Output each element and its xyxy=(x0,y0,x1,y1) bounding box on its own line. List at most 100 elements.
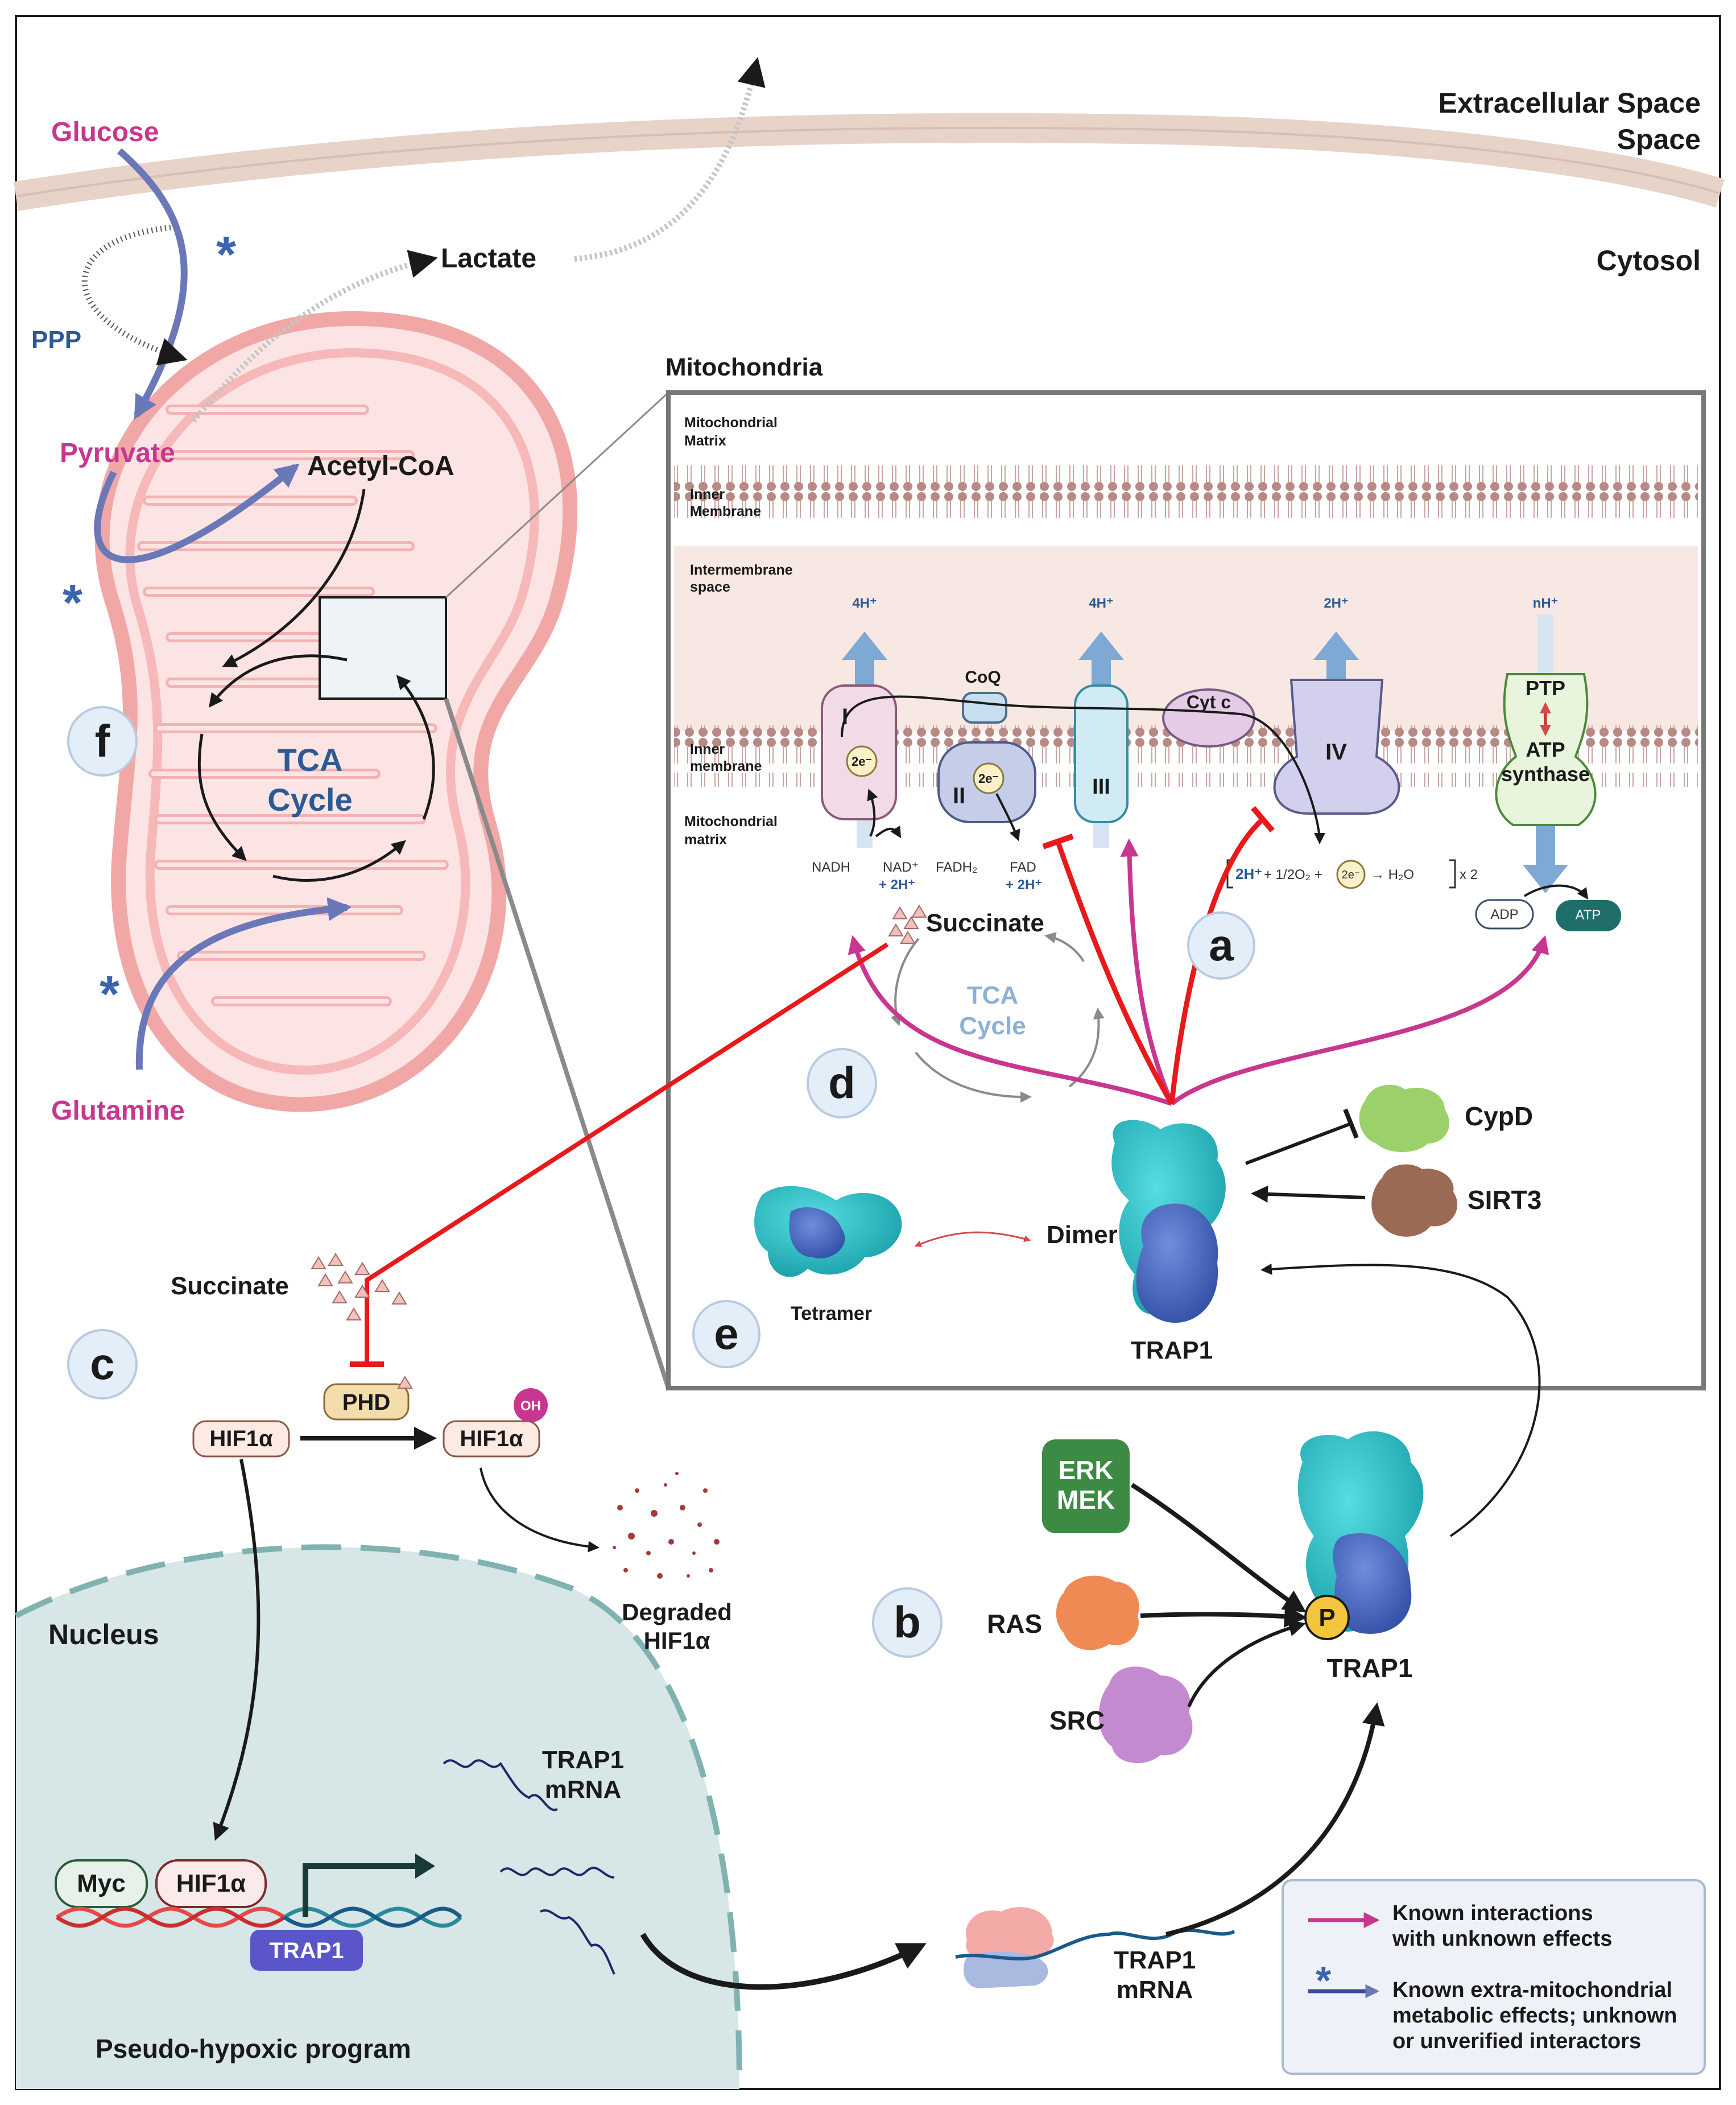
inset-matrix-top-label-2: Matrix xyxy=(684,433,726,449)
electron-flow xyxy=(841,695,1325,844)
extracellular-space-label-2: Space xyxy=(1617,123,1701,155)
pyruvate-to-acetylcoa-arrow xyxy=(94,463,300,563)
trap1-dimer xyxy=(1111,1120,1226,1323)
pyruvate-label: Pyruvate xyxy=(60,438,175,468)
ras-label: RAS xyxy=(987,1609,1042,1638)
trap1-to-atp-arrow xyxy=(1170,935,1549,1106)
dna-helix xyxy=(56,1906,462,1928)
sirt3-protein xyxy=(1371,1164,1458,1237)
adp-pill xyxy=(1475,899,1534,930)
proton-arrows xyxy=(842,614,1568,893)
adp-label: ADP xyxy=(1490,907,1518,922)
atp-pill xyxy=(1556,900,1621,931)
src-to-trap1-arrow xyxy=(1187,1619,1306,1708)
panel-letter-e-circle xyxy=(692,1300,760,1368)
fad-label: FAD xyxy=(1010,860,1036,875)
hif1a-to-nucleus-arrow xyxy=(213,1459,261,1841)
eq-oxygen: + 1/2O₂ + xyxy=(1264,867,1322,882)
dimer-label: Dimer xyxy=(1047,1221,1118,1249)
legend-extra-2: metabolic effects; unknown xyxy=(1392,2004,1677,2028)
pyruvate-to-lactate-arrow xyxy=(191,250,438,423)
trap1-gene-label: TRAP1 xyxy=(269,1938,344,1963)
coq xyxy=(962,692,1007,724)
proton-label-IV: 2H⁺ xyxy=(1324,596,1348,611)
tetramer-label: Tetramer xyxy=(791,1303,872,1324)
hif1a-nucleus-box xyxy=(155,1859,267,1908)
acetyl-coa-label: Acetyl-CoA xyxy=(307,451,454,481)
asterisk-pyruvate: * xyxy=(63,575,82,632)
legend-extra-1: Known extra-mitochondrial xyxy=(1392,1978,1672,2002)
proton-label-n: nH⁺ xyxy=(1533,596,1559,611)
legend-extra-3: or unverified interactors xyxy=(1392,2029,1641,2053)
panel-letter-b: b xyxy=(894,1597,921,1647)
electron-II-label: 2e⁻ xyxy=(978,771,999,786)
panel-letter-d: d xyxy=(828,1058,855,1108)
panel-letter-a: a xyxy=(1209,920,1234,970)
phd-label: PHD xyxy=(342,1390,390,1415)
pseudo-hypoxic-label: Pseudo-hypoxic program xyxy=(96,2034,411,2063)
succinate-inset-label: Succinate xyxy=(926,909,1044,937)
mek-label: MEK xyxy=(1057,1485,1115,1514)
cytosol-label: Cytosol xyxy=(1597,245,1701,276)
eq-electrons: 2e⁻ xyxy=(1342,869,1361,881)
sirt3-to-trap1-arrow xyxy=(1251,1185,1366,1203)
src-label: SRC xyxy=(1049,1706,1105,1735)
mrna-nucleus-label-2: mRNA xyxy=(545,1776,621,1803)
mitochondrion xyxy=(94,311,578,1112)
trap1-inset-label: TRAP1 xyxy=(1131,1336,1213,1364)
src-protein xyxy=(1098,1666,1193,1764)
phd-box xyxy=(323,1383,410,1421)
glucose-label: Glucose xyxy=(51,117,159,147)
erk-mek-box xyxy=(1042,1439,1130,1533)
erk-mek-to-trap1-arrow xyxy=(1130,1483,1307,1613)
panel-letter-c: c xyxy=(90,1339,114,1389)
transcription-start-arrow xyxy=(303,1863,415,1917)
ras-to-trap1-arrow xyxy=(1140,1605,1307,1628)
panel-letter-a-circle xyxy=(1187,911,1255,980)
panel-letter-b-circle xyxy=(872,1587,943,1658)
legend-known-2: with unknown effects xyxy=(1392,1927,1612,1951)
inset-inner-membrane-label: Inner xyxy=(690,486,725,502)
proton-label-III: 4H⁺ xyxy=(1089,596,1113,611)
electron-I-label: 2e⁻ xyxy=(852,754,872,769)
mrna-export-arrow xyxy=(640,1933,927,1990)
inset-intermembrane-label: Intermembrane xyxy=(690,562,793,578)
fadh2-label: FADH₂ xyxy=(936,860,977,875)
complex-II-label: II xyxy=(953,783,965,808)
plasma-membrane xyxy=(13,113,1725,211)
myc-box xyxy=(55,1859,148,1908)
trap1-to-complexI-arrow xyxy=(848,935,1173,1106)
eq-water: → H₂O xyxy=(1371,867,1414,882)
translation-arrow xyxy=(1165,1702,1385,1937)
mrna-ribosome-label-2: mRNA xyxy=(1117,1976,1193,2004)
atp-label: ATP xyxy=(1576,907,1601,923)
erk-label: ERK xyxy=(1058,1455,1113,1485)
tca-cycle-left xyxy=(197,654,435,882)
hif1a-box-2 xyxy=(443,1420,540,1458)
ppp-label: PPP xyxy=(31,326,81,354)
nucleus-label: Nucleus xyxy=(48,1619,159,1650)
mitochondria-label: Mitochondria xyxy=(666,353,823,381)
nucleus xyxy=(14,1544,742,2090)
degraded-hif-particles xyxy=(613,1472,720,1579)
extracellular-space-label: Extracellular Space xyxy=(1439,87,1701,119)
lactate-label: Lactate xyxy=(441,243,536,274)
panel-letter-c-circle xyxy=(67,1329,138,1400)
oh-badge xyxy=(514,1388,548,1422)
hif1a-box-1 xyxy=(192,1420,290,1458)
succinate-to-phd-red-line xyxy=(365,942,889,1363)
coq-label: CoQ xyxy=(965,668,1001,687)
cytochrome-c-label: Cyt c xyxy=(1187,692,1231,712)
tca-cycle-left-label-1: TCA xyxy=(277,742,342,778)
nad-label-2: + 2H⁺ xyxy=(879,877,915,893)
proton-label-I: 4H⁺ xyxy=(852,596,877,611)
eq-protons: 2H⁺ xyxy=(1235,865,1262,882)
electron-I xyxy=(846,745,878,777)
degradation-arrow xyxy=(480,1467,600,1553)
tca-inset-label-2: Cycle xyxy=(959,1012,1026,1040)
inset-matrix-bottom-label-2: matrix xyxy=(684,832,727,848)
succinate-molecules-inset xyxy=(888,905,927,944)
cypd-protein xyxy=(1359,1084,1450,1152)
succinate-molecules-cytosol xyxy=(311,1253,407,1320)
mrna-nucleus-label-1: TRAP1 xyxy=(542,1746,624,1774)
